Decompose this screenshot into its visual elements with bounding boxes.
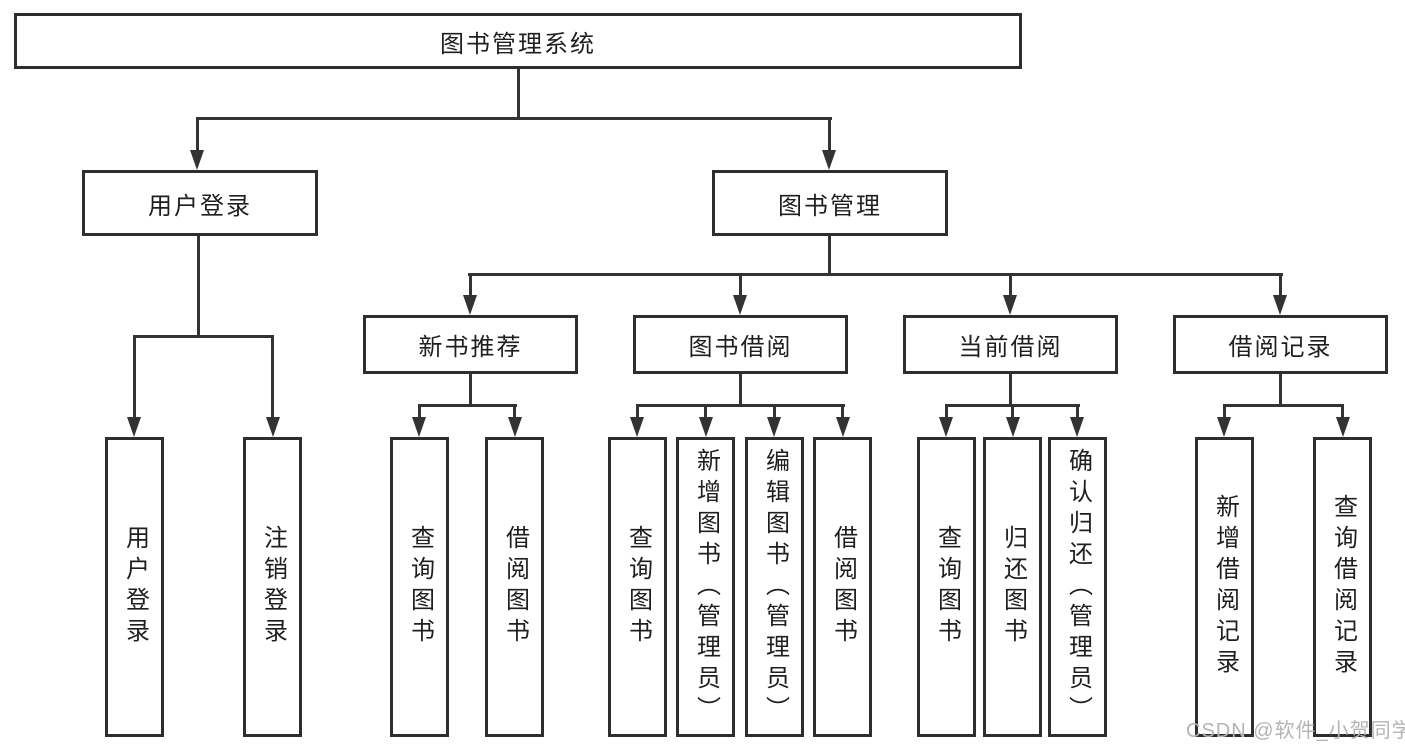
arrow-down-icon: [836, 417, 850, 437]
connector-line: [468, 273, 1283, 276]
leaf-query-books-2-label: 查询图书: [624, 525, 652, 649]
connector-line: [513, 404, 516, 422]
leaf-add-books-admin: 新增图书（管理员）: [676, 437, 735, 737]
connector-line: [636, 404, 639, 422]
arrow-down-icon: [1336, 417, 1350, 437]
node-new-book-recommend-label: 新书推荐: [418, 334, 523, 361]
leaf-borrow-books-1: 借阅图书: [485, 437, 544, 737]
connector-line: [517, 69, 520, 120]
leaf-borrow-books-1-label: 借阅图书: [501, 525, 529, 649]
arrow-down-icon: [699, 417, 713, 437]
leaf-edit-books-admin: 编辑图书（管理员）: [745, 437, 804, 737]
leaf-return-books: 归还图书: [983, 437, 1042, 737]
connector-line: [739, 273, 742, 299]
node-new-book-recommend: 新书推荐: [363, 315, 578, 374]
arrow-down-icon: [1006, 417, 1020, 437]
leaf-user-login: 用户登录: [105, 437, 164, 737]
connector-line: [828, 235, 831, 276]
arrow-down-icon: [767, 417, 781, 437]
node-current-borrowing-label: 当前借阅: [958, 334, 1063, 361]
connector-line: [1009, 273, 1012, 299]
node-book-management: 图书管理: [712, 170, 948, 236]
connector-line: [1011, 404, 1014, 422]
leaf-query-borrow-record: 查询借阅记录: [1313, 437, 1372, 737]
connector-line: [828, 117, 831, 155]
node-user-login: 用户登录: [82, 170, 318, 236]
leaf-add-borrow-record-label: 新增借阅记录: [1211, 494, 1239, 680]
leaf-borrow-books-2-label: 借阅图书: [829, 525, 857, 649]
leaf-query-borrow-record-label: 查询借阅记录: [1329, 494, 1357, 680]
arrow-down-icon: [1070, 417, 1084, 437]
connector-line: [1009, 374, 1012, 407]
connector-line: [418, 404, 421, 422]
csdn-watermark: CSDN @软件_小贺同学: [1186, 720, 1405, 742]
connector-line: [739, 374, 742, 407]
leaf-confirm-return-admin: 确认归还（管理员）: [1048, 437, 1107, 737]
connector-line: [196, 117, 199, 155]
leaf-logout-label: 注销登录: [259, 525, 287, 649]
connector-line: [418, 404, 517, 407]
node-book-borrowing-label: 图书借阅: [688, 334, 793, 361]
connector-line: [1223, 404, 1226, 422]
connector-line: [773, 404, 776, 422]
connector-line: [271, 335, 274, 421]
connector-line: [133, 335, 274, 338]
connector-line: [1279, 273, 1282, 299]
connector-line: [704, 404, 707, 422]
connector-line: [1076, 404, 1079, 422]
arrow-down-icon: [939, 417, 953, 437]
node-book-management-label: 图书管理: [778, 192, 882, 220]
arrow-down-icon: [190, 150, 204, 170]
node-user-login-label: 用户登录: [148, 192, 252, 220]
leaf-query-books-2: 查询图书: [608, 437, 667, 737]
leaf-add-books-admin-label: 新增图书（管理员）: [692, 447, 720, 727]
connector-line: [133, 335, 136, 421]
connector-line: [1223, 404, 1344, 407]
arrow-down-icon: [463, 295, 477, 315]
node-borrowing-records: 借阅记录: [1173, 315, 1388, 374]
leaf-borrow-books-2: 借阅图书: [813, 437, 872, 737]
node-borrowing-records-label: 借阅记录: [1228, 334, 1333, 361]
arrow-down-icon: [822, 150, 836, 170]
arrow-down-icon: [630, 417, 644, 437]
node-current-borrowing: 当前借阅: [903, 315, 1118, 374]
leaf-add-borrow-record: 新增借阅记录: [1195, 437, 1254, 737]
connector-line: [636, 404, 845, 407]
arrow-down-icon: [266, 417, 280, 437]
connector-line: [196, 117, 832, 120]
connector-line: [469, 374, 472, 407]
arrow-down-icon: [508, 417, 522, 437]
arrow-down-icon: [1273, 295, 1287, 315]
arrow-down-icon: [127, 417, 141, 437]
leaf-query-books-1-label: 查询图书: [406, 525, 434, 649]
connector-line: [841, 404, 844, 422]
leaf-logout: 注销登录: [243, 437, 302, 737]
arrow-down-icon: [1217, 417, 1231, 437]
connector-line: [945, 404, 948, 422]
arrow-down-icon: [1003, 295, 1017, 315]
node-root-label: 图书管理系统: [440, 30, 596, 58]
arrow-down-icon: [412, 417, 426, 437]
node-book-borrowing: 图书借阅: [633, 315, 848, 374]
leaf-query-books-3: 查询图书: [917, 437, 976, 737]
leaf-query-books-1: 查询图书: [390, 437, 449, 737]
connector-line: [1341, 404, 1344, 422]
node-root: 图书管理系统: [14, 13, 1022, 69]
leaf-edit-books-admin-label: 编辑图书（管理员）: [761, 447, 789, 727]
leaf-query-books-3-label: 查询图书: [933, 525, 961, 649]
leaf-user-login-label: 用户登录: [121, 525, 149, 649]
connector-line: [197, 235, 200, 338]
connector-line: [1279, 374, 1282, 407]
leaf-confirm-return-admin-label: 确认归还（管理员）: [1064, 447, 1092, 727]
connector-line: [469, 273, 472, 299]
arrow-down-icon: [733, 295, 747, 315]
leaf-return-books-label: 归还图书: [999, 525, 1027, 649]
